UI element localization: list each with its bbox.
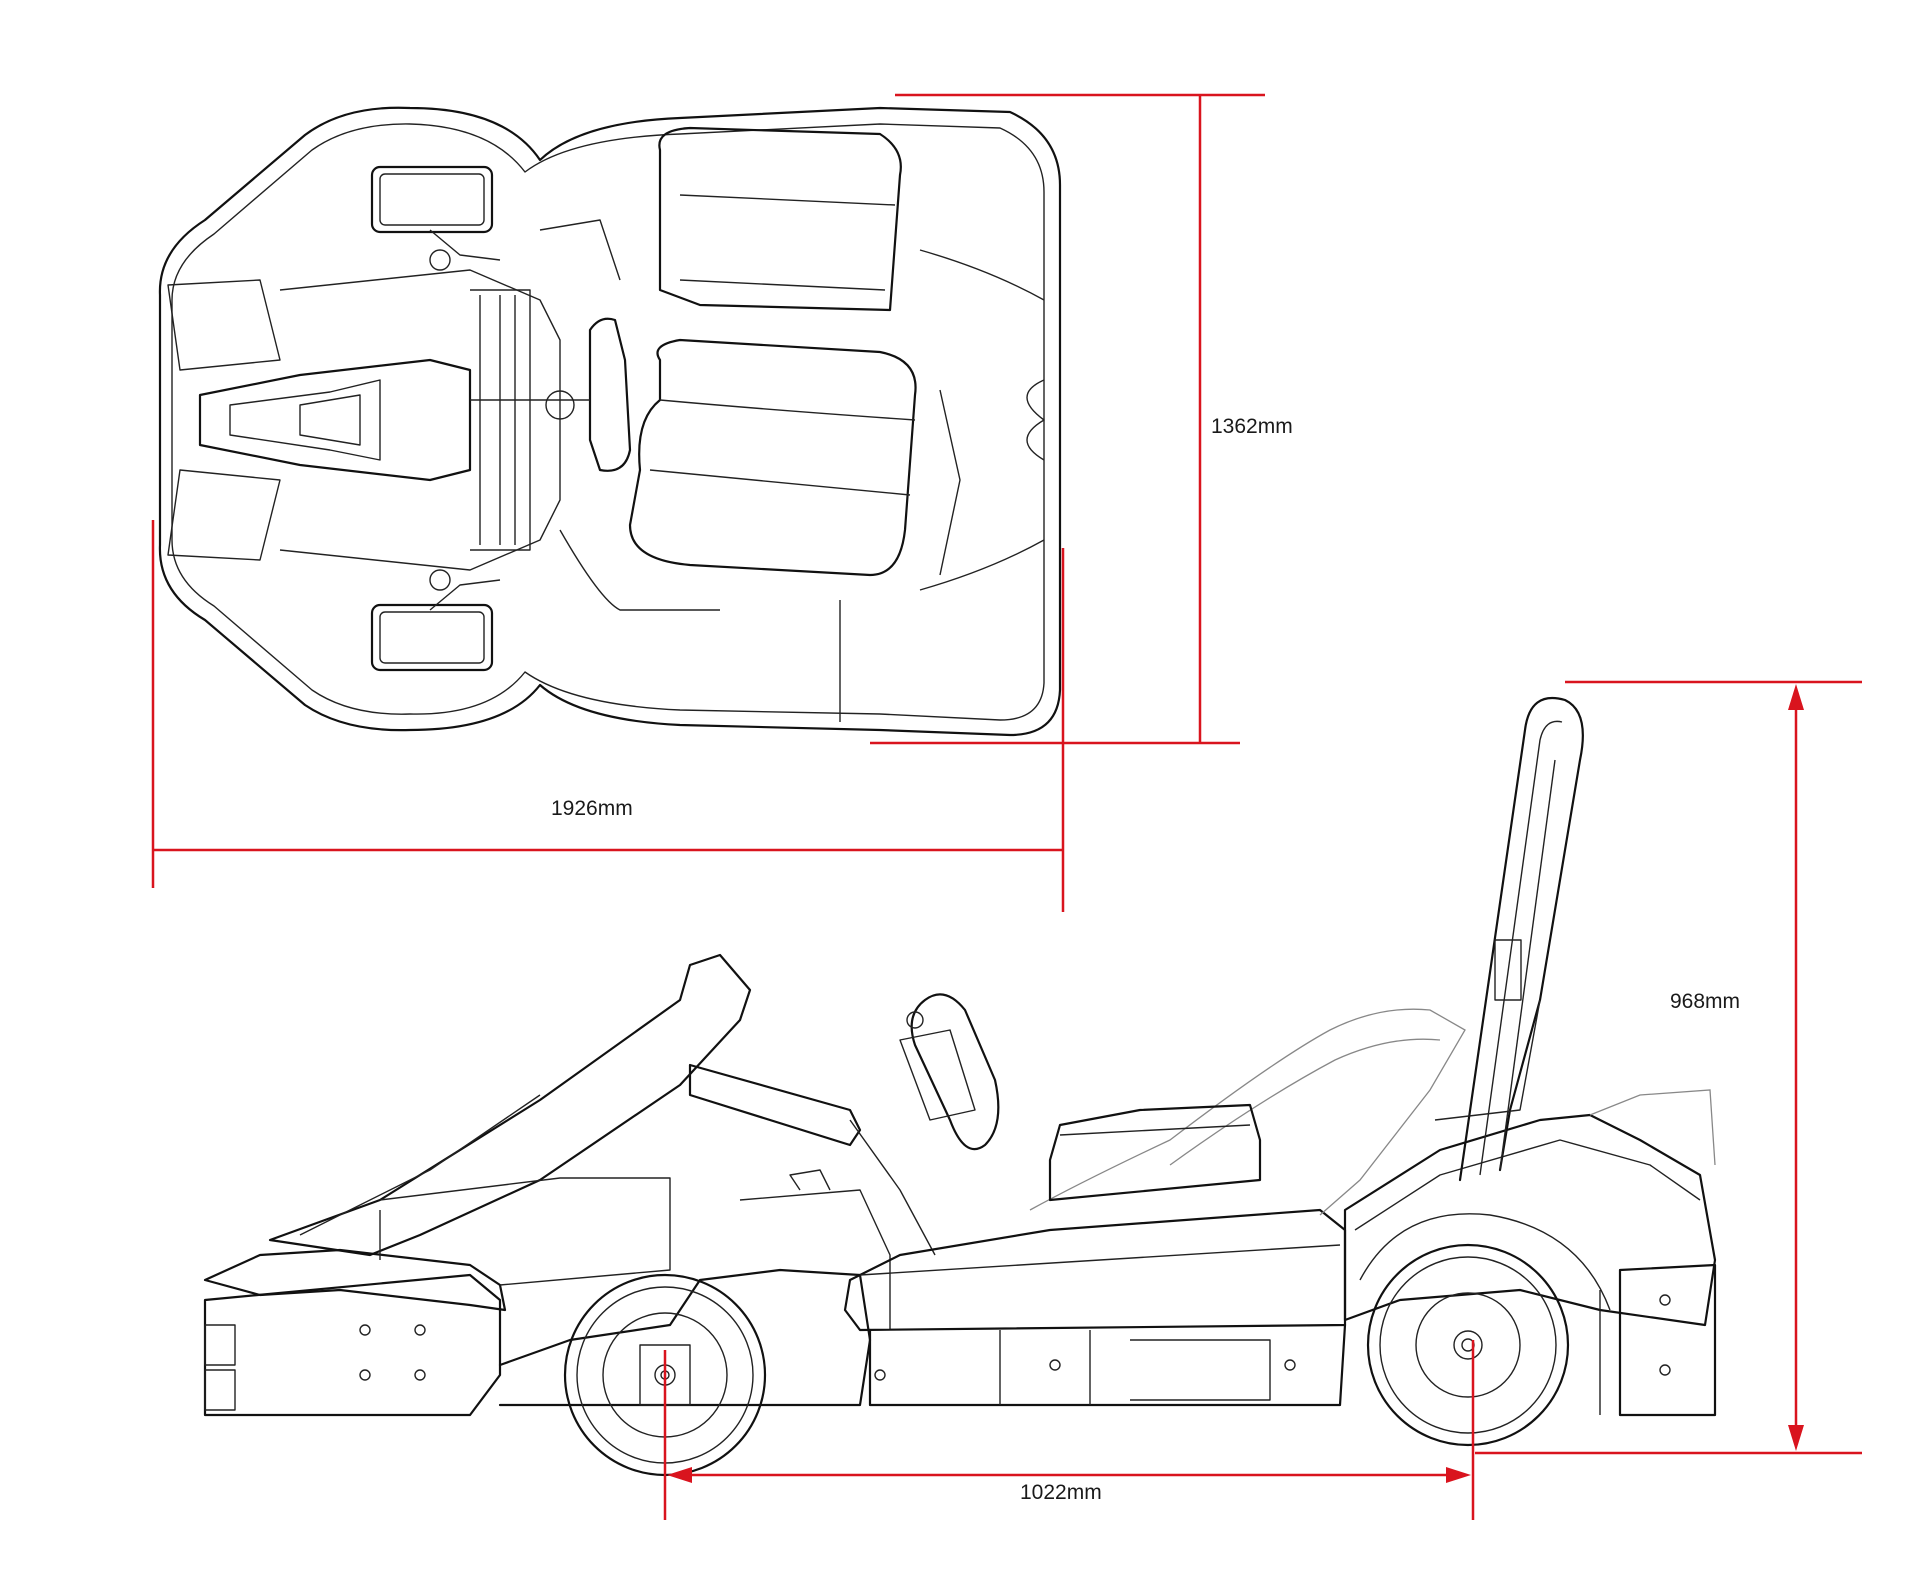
side-view (203, 696, 1717, 1477)
top-view-body-outline (158, 106, 1062, 737)
dimension-lines (151, 93, 1862, 1520)
overall-width-label: 1362mm (1211, 415, 1293, 438)
front-right-wheel (370, 603, 494, 672)
wheelbase-label: 1022mm (1020, 1481, 1102, 1504)
overall-length-label: 1926mm (551, 797, 633, 820)
front-nose (198, 358, 472, 482)
top-view (158, 106, 1062, 737)
roll-bar (1458, 696, 1584, 1182)
steering-wheel-side (910, 993, 1000, 1151)
steering-wheel (588, 317, 632, 472)
seat (628, 338, 917, 577)
front-panel (268, 953, 752, 1257)
rear-wheel (1359, 1213, 1611, 1447)
rear-fairing (1343, 1113, 1717, 1327)
overall-height-label: 968mm (1670, 990, 1741, 1013)
front-bumper (203, 1273, 502, 1417)
front-left-wheel (370, 165, 494, 234)
seat-side (1029, 1008, 1466, 1216)
steering-column (688, 1063, 862, 1147)
nose-fairing (203, 1248, 507, 1312)
